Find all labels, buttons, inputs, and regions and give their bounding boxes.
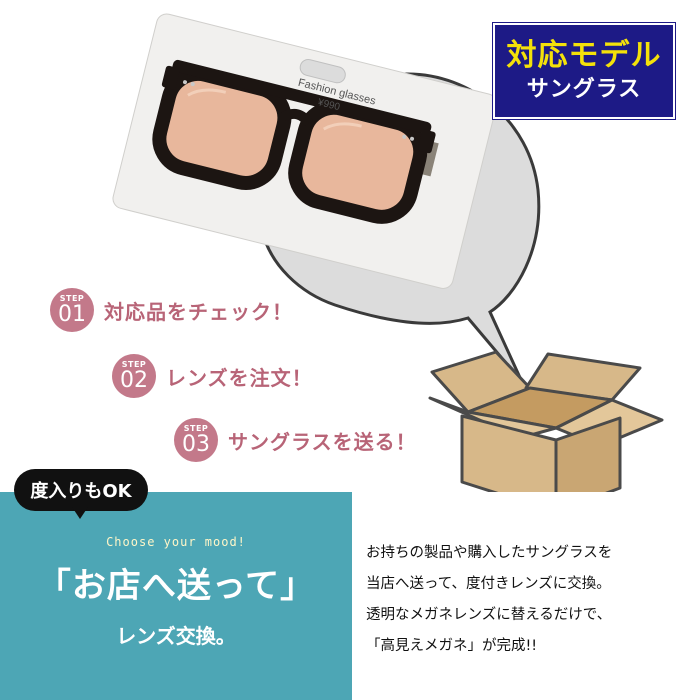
- step-3-circle: STEP 03: [174, 418, 218, 462]
- step-1: STEP 01 対応品をチェック！: [50, 288, 293, 332]
- description-line: 透明なメガネレンズに替えるだけで、: [366, 607, 612, 623]
- badge-line2: サングラス: [526, 77, 642, 102]
- prescription-ok-bubble: 度入りもOK: [14, 469, 148, 511]
- mood-tagline: Choose your mood!: [106, 535, 246, 549]
- hang-hole: [299, 59, 346, 84]
- compatible-model-badge: 対応モデル サングラス: [493, 23, 675, 119]
- ok-bubble-tail: [72, 507, 88, 519]
- teal-panel: [0, 492, 352, 700]
- description-line: お持ちの製品や購入したサングラスを: [366, 545, 613, 561]
- step-3-label: STEP: [183, 423, 209, 433]
- description-line: 「高見えメガネ」が完成!!: [366, 638, 538, 654]
- badge-line1: 対応モデル: [506, 38, 662, 73]
- description-text: お持ちの製品や購入したサングラスを 当店へ送って、度付きレンズに交換。 透明なメ…: [366, 538, 696, 662]
- step-1-label: STEP: [59, 293, 85, 303]
- step-2: STEP 02 レンズを注文！: [112, 354, 313, 398]
- step-1-text: 対応品をチェック！: [104, 299, 293, 324]
- description-line: 当店へ送って、度付きレンズに交換。: [366, 576, 611, 592]
- subline: レンズ交換。: [116, 624, 236, 648]
- step-3-number: 03: [182, 431, 210, 457]
- headline: 「お店へ送って」: [36, 566, 316, 606]
- sunglasses: [152, 59, 436, 224]
- step-2-text: レンズを注文！: [166, 365, 313, 390]
- cardboard-box: [428, 350, 664, 514]
- step-1-circle: STEP 01: [50, 288, 94, 332]
- step-3: STEP 03 サングラスを送る！: [174, 418, 417, 462]
- step-2-number: 02: [120, 367, 148, 393]
- step-1-number: 01: [58, 301, 86, 327]
- step-2-circle: STEP 02: [112, 354, 156, 398]
- description-panel: [352, 492, 700, 700]
- step-3-text: サングラスを送る！: [228, 429, 417, 454]
- step-2-label: STEP: [121, 359, 147, 369]
